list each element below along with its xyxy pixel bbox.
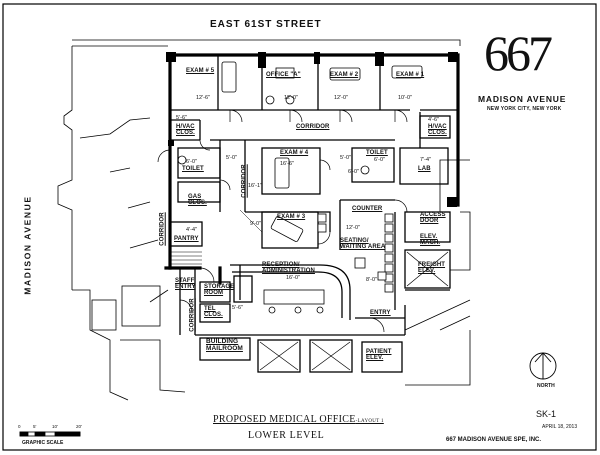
sheet-date: APRIL 18, 2013 — [542, 424, 578, 430]
dimension: 6'-0" — [186, 159, 197, 165]
dimension: 5'-0" — [226, 155, 237, 161]
room-exam-1: EXAM # 1 — [396, 72, 425, 78]
north-arrow-icon — [529, 352, 557, 380]
room-corridor-lower: CORRIDOR — [189, 298, 196, 332]
dimension: 8'-0" — [366, 277, 377, 283]
dimension: 4'-4" — [186, 227, 197, 233]
room-patient-elevator: PATIENT ELEV. — [366, 349, 392, 361]
dimension: 4'-6" — [428, 117, 439, 123]
street-label-left: MADISON AVENUE — [22, 195, 33, 295]
dimension: 5'-6" — [176, 115, 187, 121]
dimension: 12'-0" — [284, 95, 299, 101]
room-exam-2: EXAM # 2 — [330, 72, 359, 78]
room-corridor-left: CORRIDOR — [159, 212, 166, 246]
drawing-title: PROPOSED MEDICAL OFFICE-LAYOUT 1 — [213, 414, 384, 425]
room-exam-3: EXAM # 3 — [277, 214, 306, 220]
room-entry: ENTRY — [370, 310, 391, 316]
logo-city: NEW YORK CITY, NEW YORK — [487, 106, 562, 112]
dimension: 12'-0" — [334, 95, 349, 101]
room-exam-5: EXAM # 5 — [186, 68, 215, 74]
room-seating-waiting: SEATING/ WAITING AREA — [340, 238, 386, 250]
room-gas-closet: GAS CLOS. — [188, 194, 207, 206]
dimension: 12'-6" — [196, 95, 211, 101]
room-corridor-top: CORRIDOR — [296, 124, 330, 130]
room-toilet-left: TOILET — [182, 166, 204, 172]
room-reception-administration: RECEPTION/ ADMINISTRATION — [262, 262, 315, 274]
room-freight-elevator: FREIGHT ELEV. — [418, 262, 446, 274]
room-lab: LAB — [418, 166, 431, 172]
dimension: 9'-0" — [250, 221, 261, 227]
room-elevator-machine: ELEV. MACH. — [420, 234, 441, 246]
dimension: 5'-0" — [340, 155, 351, 161]
room-corridor-mid: CORRIDOR — [241, 164, 248, 198]
access-door: ACCESS DOOR — [420, 212, 446, 224]
room-tel-closet: TEL CLOS. — [204, 306, 223, 318]
dimension: 10'-0" — [398, 95, 413, 101]
scale-tick: 5' — [33, 424, 37, 429]
dimension: 5'-6" — [232, 305, 243, 311]
dimension: 16'-0" — [286, 275, 301, 281]
room-toilet-right: TOILET — [366, 150, 388, 156]
graphic-scale-label: GRAPHIC SCALE — [22, 440, 64, 446]
street-label-top: EAST 61ST STREET — [210, 19, 322, 30]
drawing-subtitle: LOWER LEVEL — [248, 430, 325, 441]
scale-tick: 0 — [18, 424, 21, 429]
room-pantry: PANTRY — [174, 236, 199, 242]
sheet-number: SK-1 — [536, 409, 557, 419]
room-storage: STORAGE ROOM — [204, 284, 235, 296]
room-exam-4: EXAM # 4 — [280, 150, 309, 156]
dimension: 6'-0" — [374, 157, 385, 163]
room-staff-entry: STAFF ENTRY — [175, 278, 196, 290]
scale-tick: 10' — [52, 424, 58, 429]
building-logo: 667 — [484, 25, 553, 81]
dimension: 12'-0" — [346, 225, 361, 231]
north-label: NORTH — [537, 383, 555, 389]
room-hvac-left: H/VAC CLOS. — [176, 124, 195, 136]
dimension: 16'-6" — [280, 161, 295, 167]
dimension: 6'-0" — [348, 169, 359, 175]
dimension: 7'-4" — [420, 157, 431, 163]
owner-name: 667 MADISON AVENUE SPE, INC. — [446, 437, 542, 443]
dimension: 16'-1" — [248, 183, 263, 189]
room-building-mailroom: BUILDING MAILROOM — [206, 338, 243, 352]
room-hvac-right: H/VAC CLOS. — [428, 124, 447, 136]
room-office-a: OFFICE "A" — [266, 72, 301, 78]
scale-tick: 20' — [76, 424, 82, 429]
logo-address: MADISON AVENUE — [478, 94, 567, 104]
room-counter: COUNTER — [352, 206, 383, 212]
